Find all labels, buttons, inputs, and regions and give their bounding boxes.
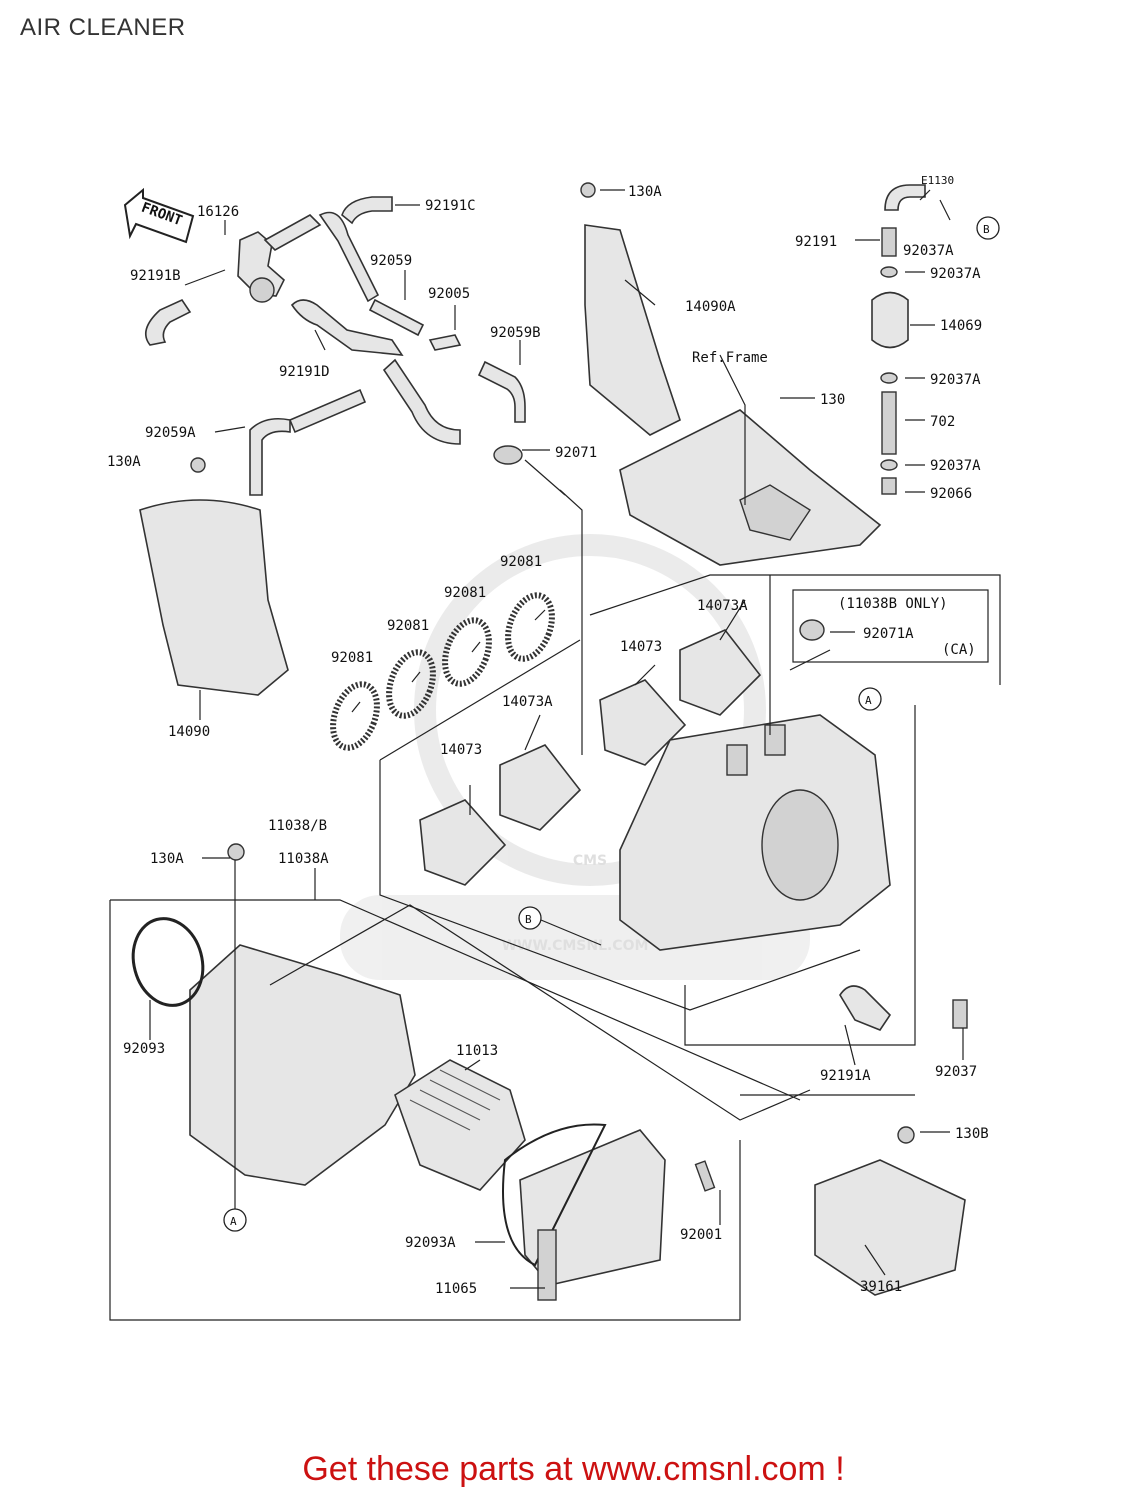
group-frames bbox=[109, 459, 1001, 1321]
diagram-code: E1130 bbox=[921, 174, 954, 187]
part-label-92059a: 92059A bbox=[145, 425, 196, 441]
part-label-130a-top: 130A bbox=[628, 184, 662, 200]
part-label-16126: 16126 bbox=[197, 204, 239, 220]
part-label-92059: 92059 bbox=[370, 253, 412, 269]
part-label-92005: 92005 bbox=[428, 286, 470, 302]
air-filter-element bbox=[394, 1059, 526, 1191]
svg-text:B: B bbox=[525, 913, 532, 926]
part-label-130a-bottom: 130A bbox=[150, 851, 184, 867]
bracket-14090a bbox=[580, 182, 681, 436]
part-label-92093a: 92093A bbox=[405, 1235, 456, 1251]
part-label-92071a: 92071A bbox=[863, 626, 914, 642]
svg-text:A: A bbox=[865, 694, 872, 707]
part-label-14073a-1: 14073A bbox=[697, 598, 748, 614]
part-label-14073-1: 14073 bbox=[620, 639, 662, 655]
callout-a-top: A bbox=[858, 687, 882, 711]
callout-a-bottom: A bbox=[223, 1208, 247, 1232]
watermark-url: WWW.CMSNL.COM bbox=[502, 938, 649, 954]
part-label-92191c: 92191C bbox=[425, 198, 476, 214]
part-label-11013: 11013 bbox=[456, 1043, 498, 1059]
intake-duct bbox=[814, 1126, 966, 1296]
part-label-130b: 130B bbox=[955, 1126, 989, 1142]
part-label-92037a-1: 92037A bbox=[903, 243, 954, 259]
part-label-14073-2: 14073 bbox=[440, 742, 482, 758]
part-label-92037: 92037 bbox=[935, 1064, 977, 1080]
footer-link[interactable]: Get these parts at www.cmsnl.com ! bbox=[302, 1450, 845, 1488]
plug-92071a bbox=[799, 619, 825, 641]
part-label-14090a: 14090A bbox=[685, 299, 736, 315]
hose-assembly bbox=[144, 196, 526, 496]
part-label-92081-3: 92081 bbox=[387, 618, 429, 634]
callout-b-top: B bbox=[976, 216, 1000, 240]
reference-frame bbox=[619, 409, 882, 566]
ref-frame-label: Ref.Frame bbox=[692, 350, 768, 366]
part-label-92071: 92071 bbox=[555, 445, 597, 461]
part-label-14090: 14090 bbox=[168, 724, 210, 740]
filter-cover bbox=[502, 1123, 666, 1301]
part-label-92037a-3: 92037A bbox=[930, 372, 981, 388]
part-label-92081-1: 92081 bbox=[500, 554, 542, 570]
part-label-11065: 11065 bbox=[435, 1281, 477, 1297]
part-label-130a-left: 130A bbox=[107, 454, 141, 470]
part-label-92191d: 92191D bbox=[279, 364, 330, 380]
part-label-14073a-2: 14073A bbox=[502, 694, 553, 710]
bolt-92001 bbox=[694, 1160, 716, 1192]
left-cover bbox=[139, 457, 289, 696]
part-label-92081-4: 92081 bbox=[331, 650, 373, 666]
o-rings bbox=[330, 592, 555, 751]
front-arrow: FRONT bbox=[123, 187, 195, 244]
svg-text:A: A bbox=[230, 1215, 237, 1228]
part-label-11038b: 11038/B bbox=[268, 818, 327, 834]
part-label-39161: 39161 bbox=[860, 1279, 902, 1295]
part-label-14069: 14069 bbox=[940, 318, 982, 334]
part-label-92066: 92066 bbox=[930, 486, 972, 502]
callout-b-middle: B bbox=[518, 906, 602, 946]
part-label-92191b: 92191B bbox=[130, 268, 181, 284]
part-label-92191a: 92191A bbox=[820, 1068, 871, 1084]
watermark-mark: CMS bbox=[573, 853, 607, 869]
right-tubes bbox=[871, 184, 926, 495]
air-cleaner-housing bbox=[131, 843, 416, 1186]
part-label-92191: 92191 bbox=[795, 234, 837, 250]
air-box bbox=[619, 714, 891, 951]
leader-lines bbox=[149, 189, 964, 1289]
part-label-92037a-4: 92037A bbox=[930, 458, 981, 474]
intake-boots bbox=[419, 629, 762, 886]
part-label-92001: 92001 bbox=[680, 1227, 722, 1243]
part-label-92037a-2: 92037A bbox=[930, 266, 981, 282]
part-label-11038a: 11038A bbox=[278, 851, 329, 867]
part-label-130: 130 bbox=[820, 392, 845, 408]
svg-text:B: B bbox=[983, 223, 990, 236]
page-title: AIR CLEANER bbox=[20, 14, 186, 41]
drain-hose bbox=[839, 985, 968, 1031]
note-only-label: (11038B ONLY) bbox=[838, 596, 948, 612]
part-label-92093: 92093 bbox=[123, 1041, 165, 1057]
part-label-92059b: 92059B bbox=[490, 325, 541, 341]
part-label-92081-2: 92081 bbox=[444, 585, 486, 601]
note-box: (11038B ONLY) (CA) bbox=[792, 589, 989, 663]
part-label-702: 702 bbox=[930, 414, 955, 430]
note-ca-label: (CA) bbox=[942, 642, 976, 658]
